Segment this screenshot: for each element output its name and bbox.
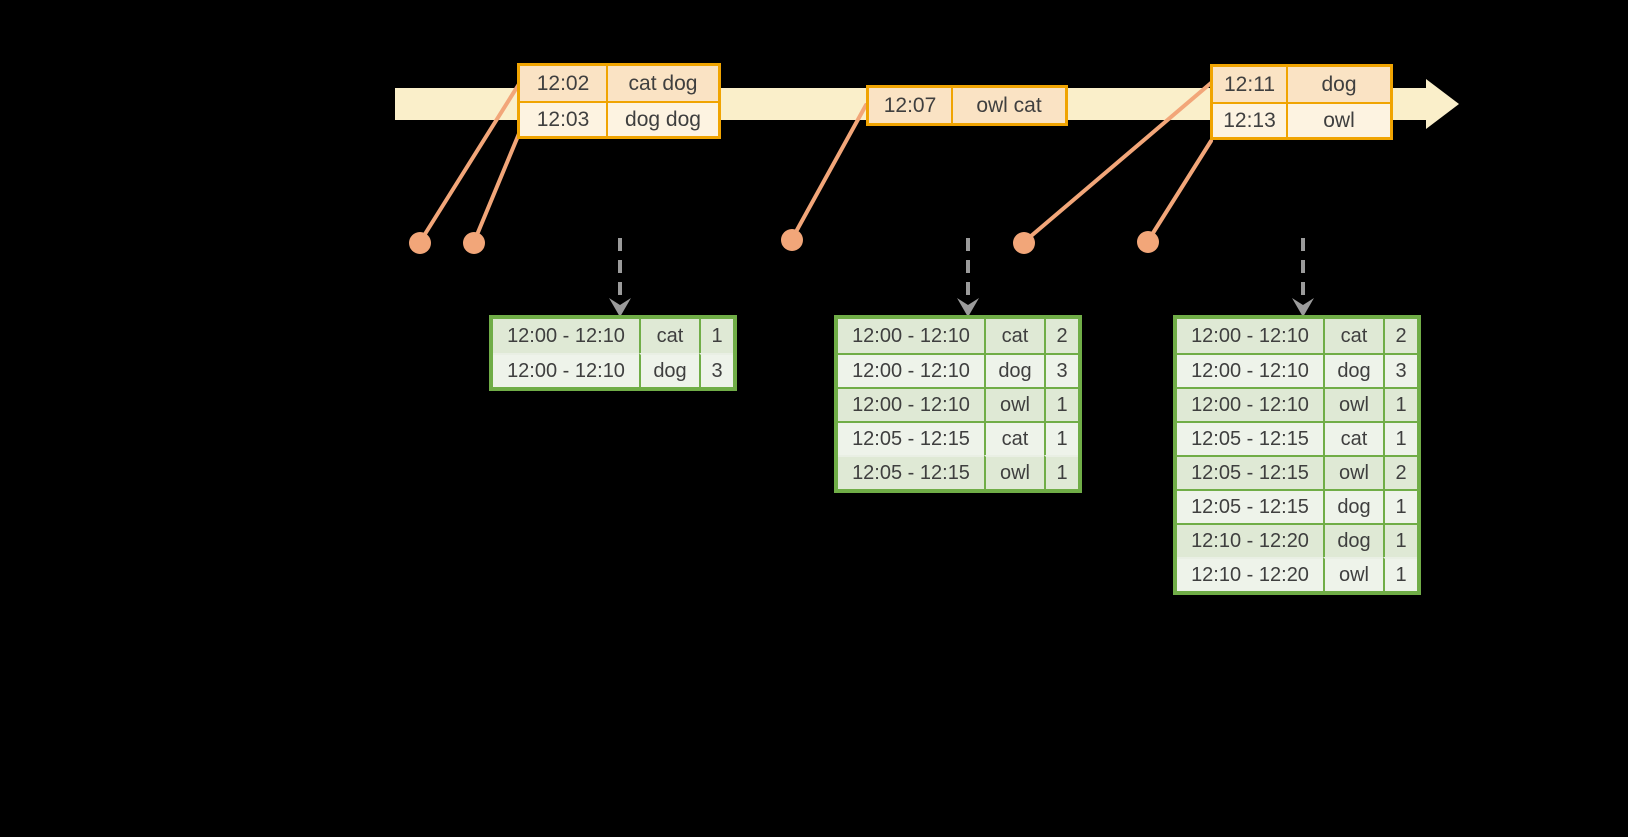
word-cell: dog xyxy=(984,353,1044,387)
window-cell: 12:05 - 12:15 xyxy=(838,421,984,455)
table-row: 12:05 - 12:15 dog 1 xyxy=(1177,489,1417,523)
window-cell: 12:05 - 12:15 xyxy=(1177,489,1323,523)
table-row: 12:00 - 12:10 cat 2 xyxy=(1177,319,1417,353)
word-cell: dog xyxy=(1323,353,1383,387)
count-cell: 1 xyxy=(1044,421,1078,455)
time-cell: 12:03 xyxy=(520,101,606,136)
count-cell: 1 xyxy=(1044,455,1078,489)
word-cell: cat xyxy=(984,319,1044,353)
window-cell: 12:00 - 12:10 xyxy=(493,353,639,387)
word-cell: cat xyxy=(639,319,699,353)
table-row: 12:05 - 12:15 cat 1 xyxy=(838,421,1078,455)
time-cell: 12:11 xyxy=(1213,67,1286,102)
window-cell: 12:00 - 12:10 xyxy=(838,353,984,387)
event-table-3: 12:11 dog 12:13 owl xyxy=(1210,64,1393,140)
word-cell: owl xyxy=(1323,557,1383,591)
count-cell: 3 xyxy=(1044,353,1078,387)
event-connector-line xyxy=(472,122,525,244)
timeline-arrowhead-icon xyxy=(1426,79,1459,129)
table-row: 12:00 - 12:10 owl 1 xyxy=(1177,387,1417,421)
event-table-2: 12:07 owl cat xyxy=(866,85,1068,126)
count-cell: 2 xyxy=(1044,319,1078,353)
event-connector-line xyxy=(790,103,868,241)
window-cell: 12:00 - 12:10 xyxy=(1177,319,1323,353)
event-connector-line xyxy=(1022,81,1213,244)
window-cell: 12:05 - 12:15 xyxy=(1177,455,1323,489)
count-cell: 1 xyxy=(1044,387,1078,421)
window-cell: 12:10 - 12:20 xyxy=(1177,557,1323,591)
table-row: 12:03 dog dog xyxy=(520,101,718,136)
table-row: 12:05 - 12:15 owl 1 xyxy=(838,455,1078,489)
count-cell: 1 xyxy=(1383,387,1417,421)
window-cell: 12:00 - 12:10 xyxy=(838,319,984,353)
count-cell: 3 xyxy=(699,353,733,387)
word-cell: dog xyxy=(1323,489,1383,523)
result-table-1: 12:00 - 12:10 cat 1 12:00 - 12:10 dog 3 xyxy=(489,315,737,391)
table-row: 12:05 - 12:15 owl 2 xyxy=(1177,455,1417,489)
word-cell: cat xyxy=(1323,319,1383,353)
count-cell: 1 xyxy=(1383,421,1417,455)
words-cell: dog dog xyxy=(606,101,718,136)
table-row: 12:00 - 12:10 cat 2 xyxy=(838,319,1078,353)
word-cell: dog xyxy=(1323,523,1383,557)
event-dot xyxy=(1013,232,1035,254)
table-row: 12:13 owl xyxy=(1213,102,1390,137)
result-table-3: 12:00 - 12:10 cat 2 12:00 - 12:10 dog 3 … xyxy=(1173,315,1421,595)
count-cell: 2 xyxy=(1383,319,1417,353)
event-dot xyxy=(1137,231,1159,253)
event-dot xyxy=(781,229,803,251)
window-cell: 12:00 - 12:10 xyxy=(493,319,639,353)
time-cell: 12:07 xyxy=(869,88,951,123)
count-cell: 1 xyxy=(1383,489,1417,523)
table-row: 12:11 dog xyxy=(1213,67,1390,102)
trigger-arrowhead-icon xyxy=(957,298,979,317)
count-cell: 1 xyxy=(1383,557,1417,591)
trigger-arrowhead-icon xyxy=(1292,298,1314,317)
window-cell: 12:05 - 12:15 xyxy=(838,455,984,489)
table-row: 12:00 - 12:10 dog 3 xyxy=(493,353,733,387)
words-cell: owl cat xyxy=(951,88,1065,123)
table-row: 12:00 - 12:10 cat 1 xyxy=(493,319,733,353)
window-cell: 12:00 - 12:10 xyxy=(838,387,984,421)
words-cell: dog xyxy=(1286,67,1390,102)
table-row: 12:07 owl cat xyxy=(869,88,1065,123)
table-row: 12:10 - 12:20 dog 1 xyxy=(1177,523,1417,557)
window-cell: 12:00 - 12:10 xyxy=(1177,387,1323,421)
result-table-2: 12:00 - 12:10 cat 2 12:00 - 12:10 dog 3 … xyxy=(834,315,1082,493)
count-cell: 1 xyxy=(699,319,733,353)
word-cell: owl xyxy=(984,455,1044,489)
trigger-arrowhead-icon xyxy=(609,298,631,317)
words-cell: cat dog xyxy=(606,66,718,101)
table-row: 12:05 - 12:15 cat 1 xyxy=(1177,421,1417,455)
event-table-1: 12:02 cat dog 12:03 dog dog xyxy=(517,63,721,139)
count-cell: 3 xyxy=(1383,353,1417,387)
table-row: 12:10 - 12:20 owl 1 xyxy=(1177,557,1417,591)
time-cell: 12:13 xyxy=(1213,102,1286,137)
count-cell: 1 xyxy=(1383,523,1417,557)
time-cell: 12:02 xyxy=(520,66,606,101)
word-cell: cat xyxy=(1323,421,1383,455)
window-cell: 12:05 - 12:15 xyxy=(1177,421,1323,455)
table-row: 12:02 cat dog xyxy=(520,66,718,101)
words-cell: owl xyxy=(1286,102,1390,137)
word-cell: owl xyxy=(984,387,1044,421)
event-dot xyxy=(463,232,485,254)
table-row: 12:00 - 12:10 dog 3 xyxy=(838,353,1078,387)
window-cell: 12:10 - 12:20 xyxy=(1177,523,1323,557)
word-cell: dog xyxy=(639,353,699,387)
table-row: 12:00 - 12:10 owl 1 xyxy=(838,387,1078,421)
table-row: 12:00 - 12:10 dog 3 xyxy=(1177,353,1417,387)
event-connector-line xyxy=(1146,139,1213,243)
window-cell: 12:00 - 12:10 xyxy=(1177,353,1323,387)
event-connector-line xyxy=(418,82,521,244)
word-cell: owl xyxy=(1323,455,1383,489)
word-cell: owl xyxy=(1323,387,1383,421)
word-cell: cat xyxy=(984,421,1044,455)
count-cell: 2 xyxy=(1383,455,1417,489)
event-dot xyxy=(409,232,431,254)
